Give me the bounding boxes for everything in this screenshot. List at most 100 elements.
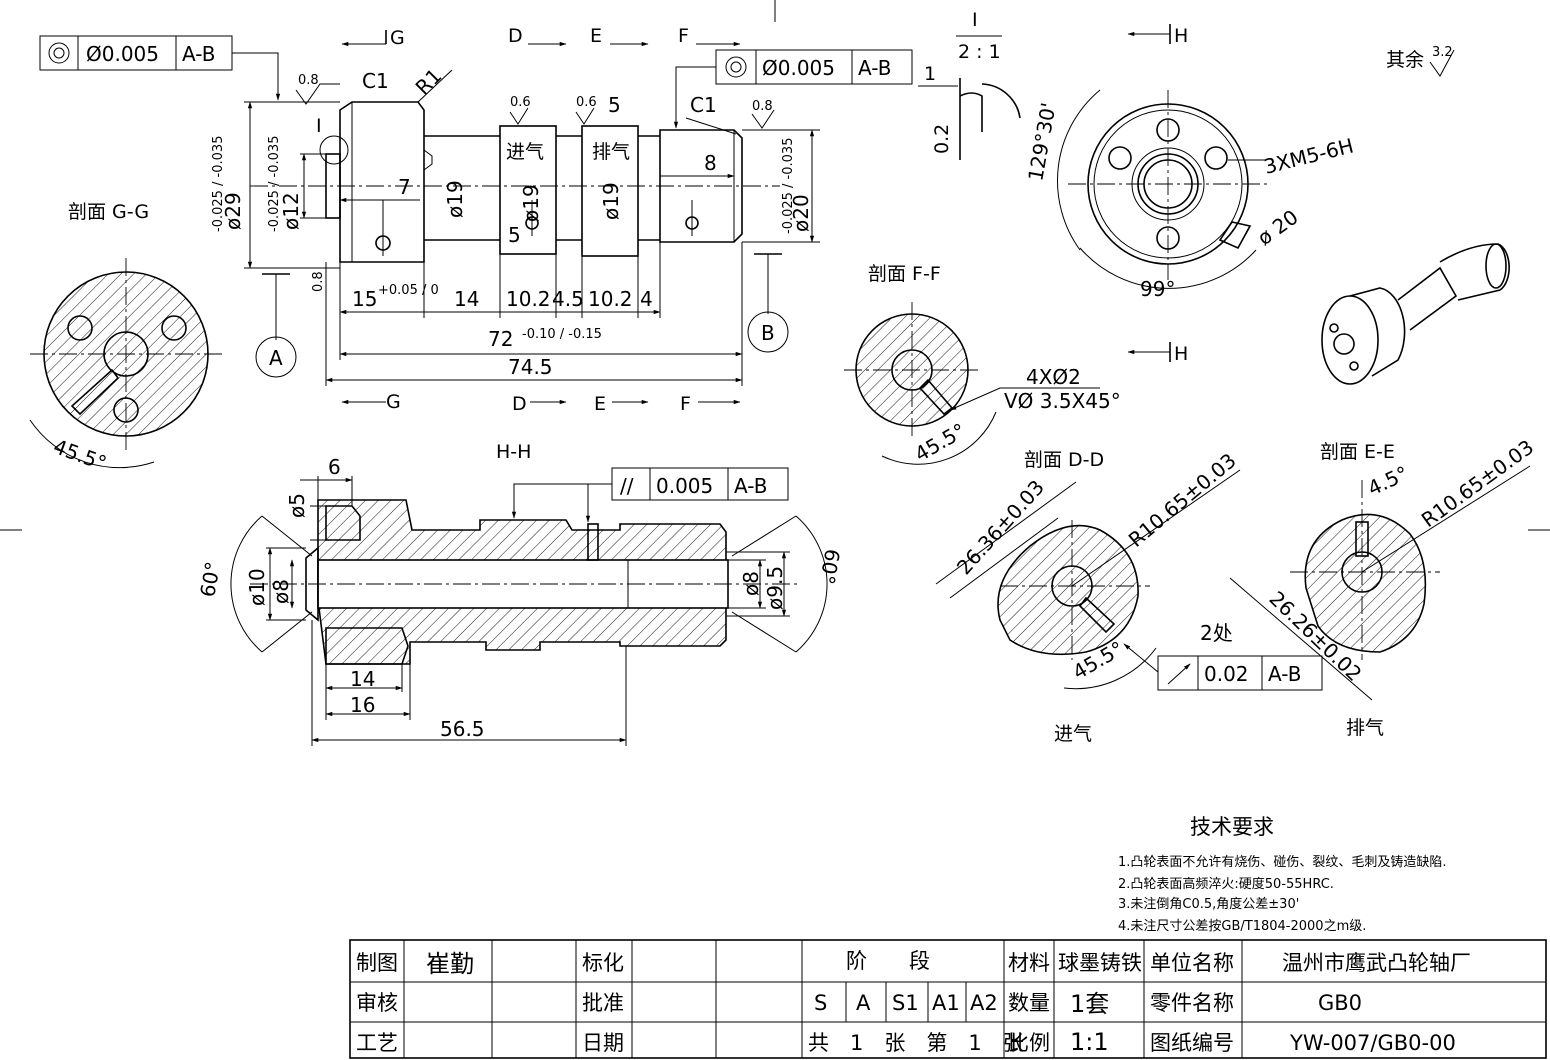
tb-process-label: 工艺 [356,1031,398,1055]
dim-d12: ø12 [279,192,303,230]
cut-f-top: F [678,25,689,47]
detail-zero-two: 0.2 [931,124,953,154]
dim-l10a: 10.2 [506,287,551,311]
coax-right-datum: A-B [858,56,891,80]
coax-frame-left: Ø0.005 A-B [39,35,281,101]
dim-l15: 15 [352,287,377,311]
section-ff-label: 剖面 F-F [868,263,941,285]
tb-drawing-no-label: 图纸编号 [1150,1031,1234,1055]
dim-d20-tol: -0.025 / -0.035 [781,138,796,234]
main-shaft-view: I ø29 -0.025 / -0.035 ø12 -0.025 / -0.03… [39,25,913,415]
tb-material: 球墨铸铁 [1058,951,1142,975]
gg-angle: 45.5° [50,434,109,475]
pcd-label: ø 20 [1253,205,1303,250]
coax-frame-right: Ø0.005 A-B [673,49,913,129]
dim-five-a: 5 [508,223,521,247]
dd-intake: 进气 [1054,723,1092,745]
tb-stage-a2: A2 [970,991,998,1015]
dim-d29: ø29 [221,192,245,230]
dim-d19-c: ø19 [599,182,623,220]
dim-l15-tol: +0.05 / 0 [378,283,439,298]
runout-note: 2处 [1200,621,1233,645]
surface-r4: 0.8 [752,99,773,114]
title-block: 制图 崔勤 审核 工艺 标化 批准 日期 阶 段 S A S1 A1 A2 共 … [349,939,1547,1059]
dim-l45: 4.5 [552,287,584,311]
hh-angle-60-right: 60° [815,547,845,586]
dim-five-b: 5 [608,93,621,117]
tb-check-label: 审核 [356,991,398,1015]
cut-e-top: E [590,25,602,47]
tb-stage-label: 阶 段 [846,949,930,973]
surface-other: 其余 3.2 [1386,45,1455,77]
tech-req-item-3: 3.未注倒角C0.5,角度公差±30' [1118,896,1299,912]
hh-d5: ø5 [285,493,309,518]
dim-eight: 8 [704,151,717,175]
cut-g-top: G [390,27,405,49]
dim-l745: 74.5 [508,355,553,379]
detail-one: 1 [924,63,936,85]
dim-l10b: 10.2 [588,287,633,311]
ee-exhaust: 排气 [1346,717,1384,739]
tb-scale-label: 比例 [1008,1031,1050,1055]
hh-d95: ø9.5 [763,566,787,610]
surface-other-label: 其余 [1386,49,1424,71]
ff-holes: 4XØ2 [1026,365,1081,389]
detail-i: I 2 : 1 1 0.2 [918,9,1021,160]
section-ff: 剖面 F-F 4XØ2 VØ 3.5X45° 45.5° [844,263,1121,466]
frame-ticks [0,0,1550,531]
tb-stage-a: A [856,991,871,1015]
hh-six: 6 [328,455,341,479]
tb-approve-label: 批准 [582,991,624,1015]
tb-date-label: 日期 [582,1031,624,1055]
tb-std-label: 标化 [582,951,624,975]
tb-part-label: 零件名称 [1150,991,1234,1015]
tech-req-title: 技术要求 [1190,815,1274,839]
surface-r3: 0.6 [576,95,597,110]
section-gg-label: 剖面 G-G [68,201,149,223]
detail-marker-label: I [316,115,322,137]
runout-value: 0.02 [1204,662,1249,686]
detail-scale: 2 : 1 [958,41,1001,63]
surface-r5: 0.8 [311,271,326,292]
camshaft-3d-icon [1321,243,1510,385]
ee-angle: 4.5° [1364,461,1412,500]
tb-stage-s1: S1 [892,991,919,1015]
cut-d-bottom: D [512,393,527,415]
detail-title: I [972,9,978,31]
dim-d19-a: ø19 [443,180,467,218]
cut-f-bottom: F [680,393,691,415]
tb-unit: 温州市鹰武凸轮轴厂 [1282,951,1471,975]
tech-req-item-2: 2.凸轮表面高频淬火:硬度50-55HRC. [1118,876,1334,892]
tb-drawn-label: 制图 [356,951,398,975]
hh-l16: 16 [350,693,375,717]
ee-r1065: R10.65±0.03 [1417,435,1538,532]
cut-h-bottom: H [1174,343,1188,365]
section-gg: 剖面 G-G 45.5° [29,201,222,475]
section-dd: 剖面 D-D 26.36±0.03 R10.65±0.03 45.5° 进气 [935,448,1241,745]
dim-l72-tol: -0.10 / -0.15 [522,327,602,342]
tech-requirements: 技术要求 1.凸轮表面不允许有烧伤、碰伤、裂纹、毛刺及铸造缺陷. 2.凸轮表面高… [1118,815,1447,934]
tb-scale: 1:1 [1070,1028,1109,1056]
tb-qty: 1套 [1070,990,1109,1018]
angle-99: 99° [1140,277,1175,301]
cut-e-bottom: E [594,393,606,415]
hh-l14: 14 [350,667,375,691]
hh-d8-left: ø8 [269,579,293,604]
surface-r1: 0.8 [298,73,319,88]
surface-r2: 0.6 [510,95,531,110]
tb-material-label: 材料 [1008,951,1050,975]
tb-sheet-info: 共 1 张 第 1 张 [808,1031,1024,1055]
dim-d20: ø20 [789,194,813,232]
dd-r1065: R10.65±0.03 [1124,448,1241,552]
hh-d8-right: ø8 [739,571,763,596]
tech-req-item-4: 4.未注尺寸公差按GB/T1804-2000之m级. [1118,919,1366,934]
dim-d19-b: ø19 [519,184,543,222]
parallel-symbol: // [620,474,634,498]
dim-c1-left: C1 [362,69,389,93]
section-dd-label: 剖面 D-D [1024,449,1104,471]
angle-129: 129°30' [1023,101,1060,183]
end-view-h: H H 129°30' 3XM5-6H ø 20 99° [1023,24,1356,365]
cut-h-top: H [1174,25,1188,47]
runout-frame: 2处 0.02 A-B [1123,621,1323,691]
